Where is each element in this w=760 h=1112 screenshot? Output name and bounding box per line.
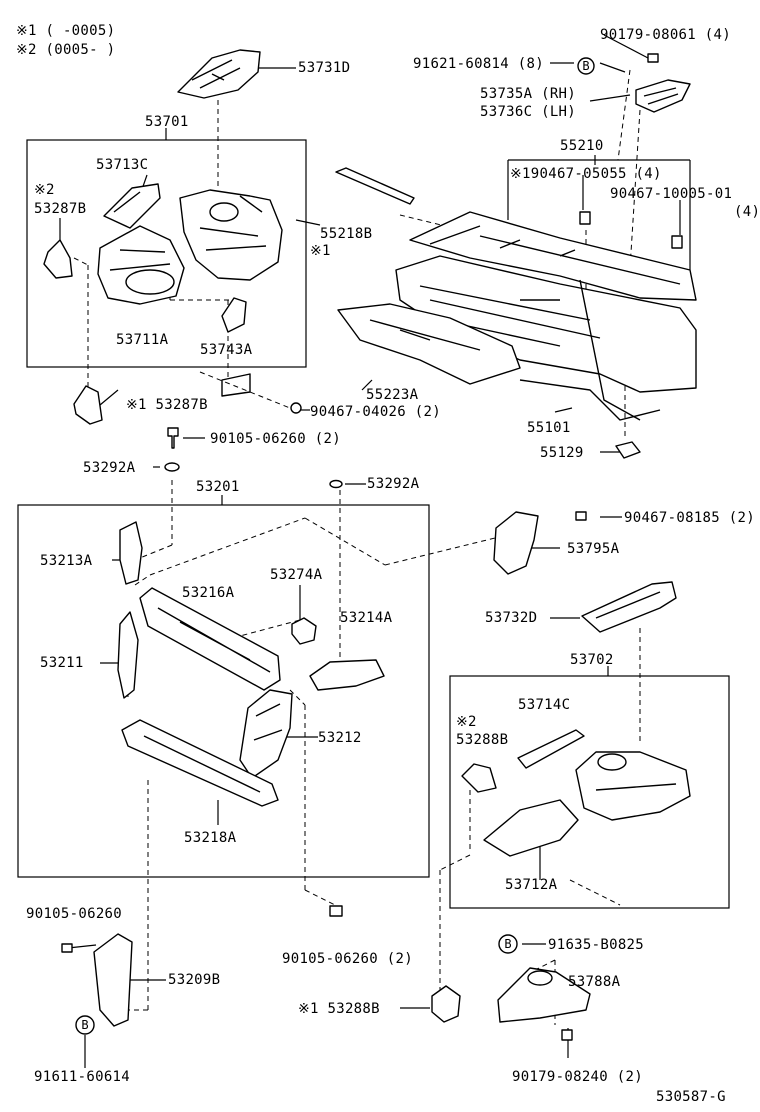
label-53287b-2: ※1 53287B xyxy=(126,397,208,413)
label-55223a: 55223A xyxy=(366,387,419,403)
label-53711a: 53711A xyxy=(116,332,169,348)
label-53218a: 53218A xyxy=(184,830,237,846)
callout-b-top: B xyxy=(582,59,589,73)
label-53735a: 53735A (RH) xyxy=(480,86,577,102)
label-90105-06260-b: 90105-06260 xyxy=(26,906,123,922)
part-53743a xyxy=(221,297,247,333)
label-53712a: 53712A xyxy=(505,877,558,893)
part-53713c xyxy=(103,183,161,229)
part-53711a xyxy=(97,225,185,305)
label-55210: 55210 xyxy=(560,138,604,154)
part-53731d xyxy=(177,49,261,99)
diagram-code: 530587-G xyxy=(656,1089,726,1105)
label-53288b-2: ※1 53288B xyxy=(298,1001,380,1017)
label-53788a: 53788A xyxy=(568,974,621,990)
part-53702-tower xyxy=(575,751,691,821)
part-53287b-lower xyxy=(73,385,103,425)
label-53214a: 53214A xyxy=(340,610,393,626)
label-53209b: 53209B xyxy=(168,972,221,988)
label-53216a: 53216A xyxy=(182,585,235,601)
label-90105-06260-c: 90105-06260 (2) xyxy=(282,951,413,967)
part-53209b xyxy=(93,933,133,1027)
label-90105-06260-a: 90105-06260 (2) xyxy=(210,431,341,447)
label-53713c: 53713C xyxy=(96,157,149,173)
part-suspension-tower xyxy=(179,189,283,281)
label-53201: 53201 xyxy=(196,479,240,495)
label-53795a: 53795A xyxy=(567,541,620,557)
label-53288b: 53288B xyxy=(456,732,509,748)
frame-53702 xyxy=(449,675,730,909)
part-53214a xyxy=(309,659,385,691)
label-53213a: 53213A xyxy=(40,553,93,569)
label-90179-08240: 90179-08240 (2) xyxy=(512,1069,643,1085)
frame-53201 xyxy=(17,504,430,878)
label-55218b: 55218B xyxy=(320,226,373,242)
label-53701: 53701 xyxy=(145,114,189,130)
part-53732d xyxy=(581,581,677,633)
part-53712a xyxy=(483,799,579,857)
label-91621-60814: 91621-60814 (8) xyxy=(413,56,544,72)
part-55210 xyxy=(409,211,697,301)
label-53211: 53211 xyxy=(40,655,84,671)
label-53714c: 53714C xyxy=(518,697,571,713)
label-90467-10005-qty: (4) xyxy=(734,204,760,220)
note-2: ※2 (0005- ) xyxy=(16,42,116,58)
label-91611-60614: 91611-60614 xyxy=(34,1069,131,1085)
label-90467-04026: 90467-04026 (2) xyxy=(310,404,441,420)
label-53736c: 53736C (LH) xyxy=(480,104,577,120)
part-53788a xyxy=(497,967,591,1023)
label-53212: 53212 xyxy=(318,730,362,746)
part-53213a xyxy=(119,521,143,585)
label-53288b-note: ※2 xyxy=(456,714,477,730)
part-53212 xyxy=(239,689,293,779)
label-53731d: 53731D xyxy=(298,60,351,76)
callout-b-right: B xyxy=(504,937,511,951)
label-53287b: 53287B xyxy=(34,201,87,217)
label-190467-05055: ※190467-05055 (4) xyxy=(510,166,662,182)
part-53288b-lower xyxy=(431,985,461,1023)
part-53714c xyxy=(517,729,585,769)
part-53288b xyxy=(461,763,497,793)
part-55218b xyxy=(335,167,415,205)
part-55129 xyxy=(615,441,641,459)
part-53795a xyxy=(493,511,539,575)
label-55218b-note: ※1 xyxy=(310,243,331,259)
label-90467-10005: 90467-10005-01 xyxy=(610,186,733,202)
label-90467-08185: 90467-08185 (2) xyxy=(624,510,755,526)
label-90179-08061: 90179-08061 (4) xyxy=(600,27,731,43)
label-55101: 55101 xyxy=(527,420,571,436)
label-53292a-right: 53292A xyxy=(367,476,420,492)
label-53292a-left: 53292A xyxy=(83,460,136,476)
callout-b-left: B xyxy=(81,1018,88,1032)
label-91635-b0825: 91635-B0825 xyxy=(548,937,645,953)
label-53743a: 53743A xyxy=(200,342,253,358)
label-53702: 53702 xyxy=(570,652,614,668)
part-53274a xyxy=(291,617,317,645)
label-53287b-note: ※2 xyxy=(34,182,55,198)
label-53274a: 53274A xyxy=(270,567,323,583)
note-1: ※1 ( -0005) xyxy=(16,23,116,39)
part-53211 xyxy=(117,611,139,699)
label-53732d: 53732D xyxy=(485,610,538,626)
part-53287b xyxy=(43,239,73,279)
label-55129: 55129 xyxy=(540,445,584,461)
